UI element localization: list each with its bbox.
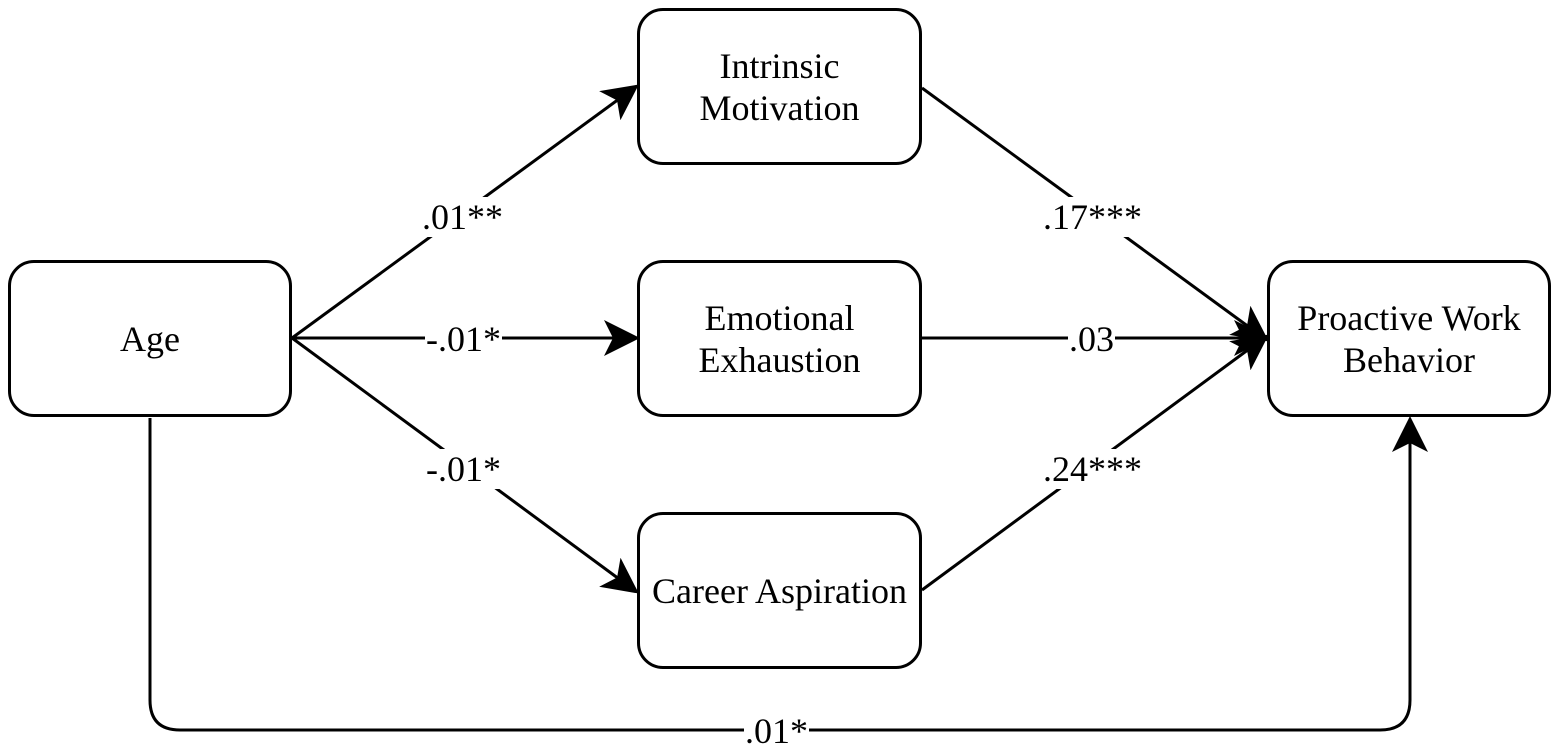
label-career-proactive: .24***: [1042, 449, 1143, 489]
label-age-emotional: -.01*: [425, 319, 502, 359]
node-emotional-line1: Emotional: [704, 297, 855, 338]
label-emotional-proactive: .03: [1068, 319, 1115, 359]
node-intrinsic-motivation: Intrinsic Motivation: [637, 8, 922, 165]
node-intrinsic-line1: Intrinsic: [719, 45, 840, 86]
node-proactive-work-behavior: Proactive Work Behavior: [1267, 260, 1551, 417]
label-age-intrinsic: .01**: [421, 197, 504, 237]
label-age-proactive: .01*: [744, 711, 809, 751]
node-intrinsic-line2: Motivation: [699, 87, 860, 128]
node-age-label: Age: [120, 318, 180, 359]
label-age-career: -.01*: [425, 449, 502, 489]
node-emotional-exhaustion: Emotional Exhaustion: [637, 260, 922, 417]
label-intrinsic-proactive: .17***: [1042, 197, 1143, 237]
node-career-aspiration: Career Aspiration: [637, 512, 922, 669]
node-age: Age: [8, 260, 292, 417]
node-proactive-line2: Behavior: [1343, 339, 1475, 380]
node-career-label: Career Aspiration: [652, 570, 907, 611]
node-emotional-line2: Exhaustion: [698, 339, 861, 380]
node-proactive-line1: Proactive Work: [1297, 297, 1521, 338]
